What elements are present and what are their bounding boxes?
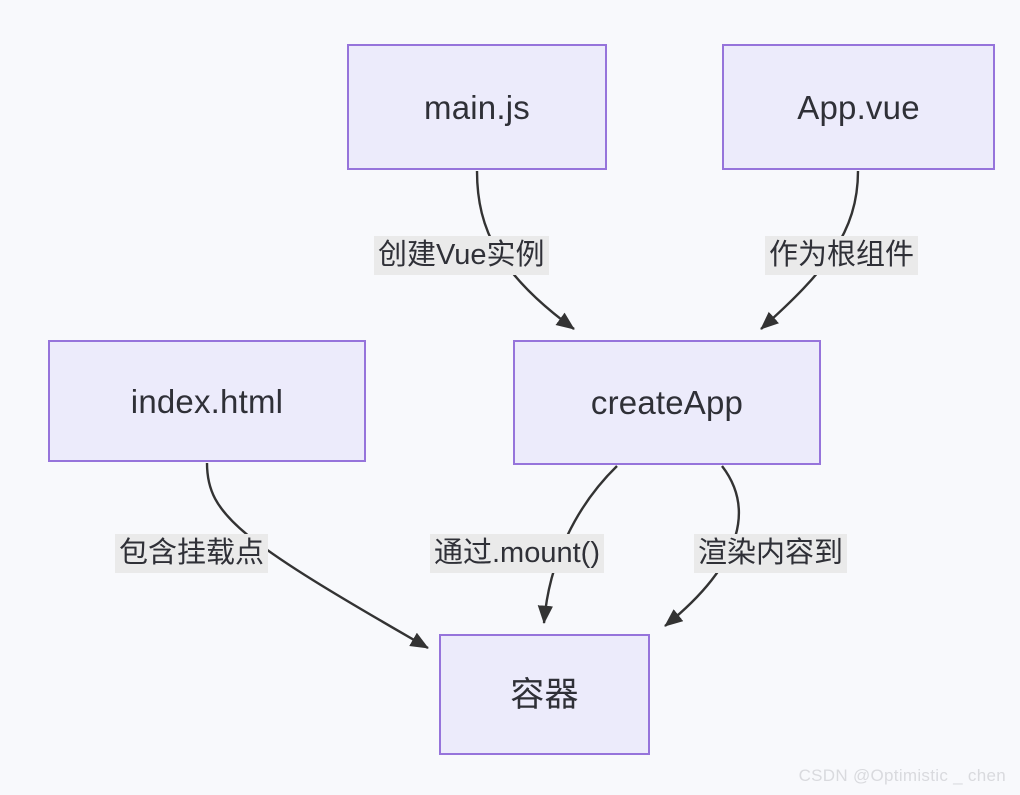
node-main-js[interactable]: main.js bbox=[347, 44, 607, 170]
node-createapp[interactable]: createApp bbox=[513, 340, 821, 465]
watermark-text: CSDN @Optimistic _ chen bbox=[798, 766, 1006, 785]
edge-label-via-mount: 通过.mount() bbox=[430, 534, 604, 574]
edge-label-as-root-component: 作为根组件 bbox=[765, 236, 919, 276]
edge-label-create-vue-instance: 创建Vue实例 bbox=[374, 236, 549, 276]
node-index-html[interactable]: index.html bbox=[48, 340, 366, 462]
node-createapp-label: createApp bbox=[590, 384, 744, 421]
edge-label-render-content-to: 渲染内容到 bbox=[694, 534, 848, 574]
node-container-label: 容器 bbox=[510, 675, 579, 714]
node-index-html-label: index.html bbox=[130, 382, 284, 420]
node-app-vue-label: App.vue bbox=[797, 88, 920, 126]
node-main-js-label: main.js bbox=[424, 88, 530, 126]
node-container[interactable]: 容器 bbox=[439, 634, 650, 755]
node-app-vue[interactable]: App.vue bbox=[722, 44, 995, 170]
edge-label-contains-mount-point: 包含挂载点 bbox=[115, 534, 269, 574]
